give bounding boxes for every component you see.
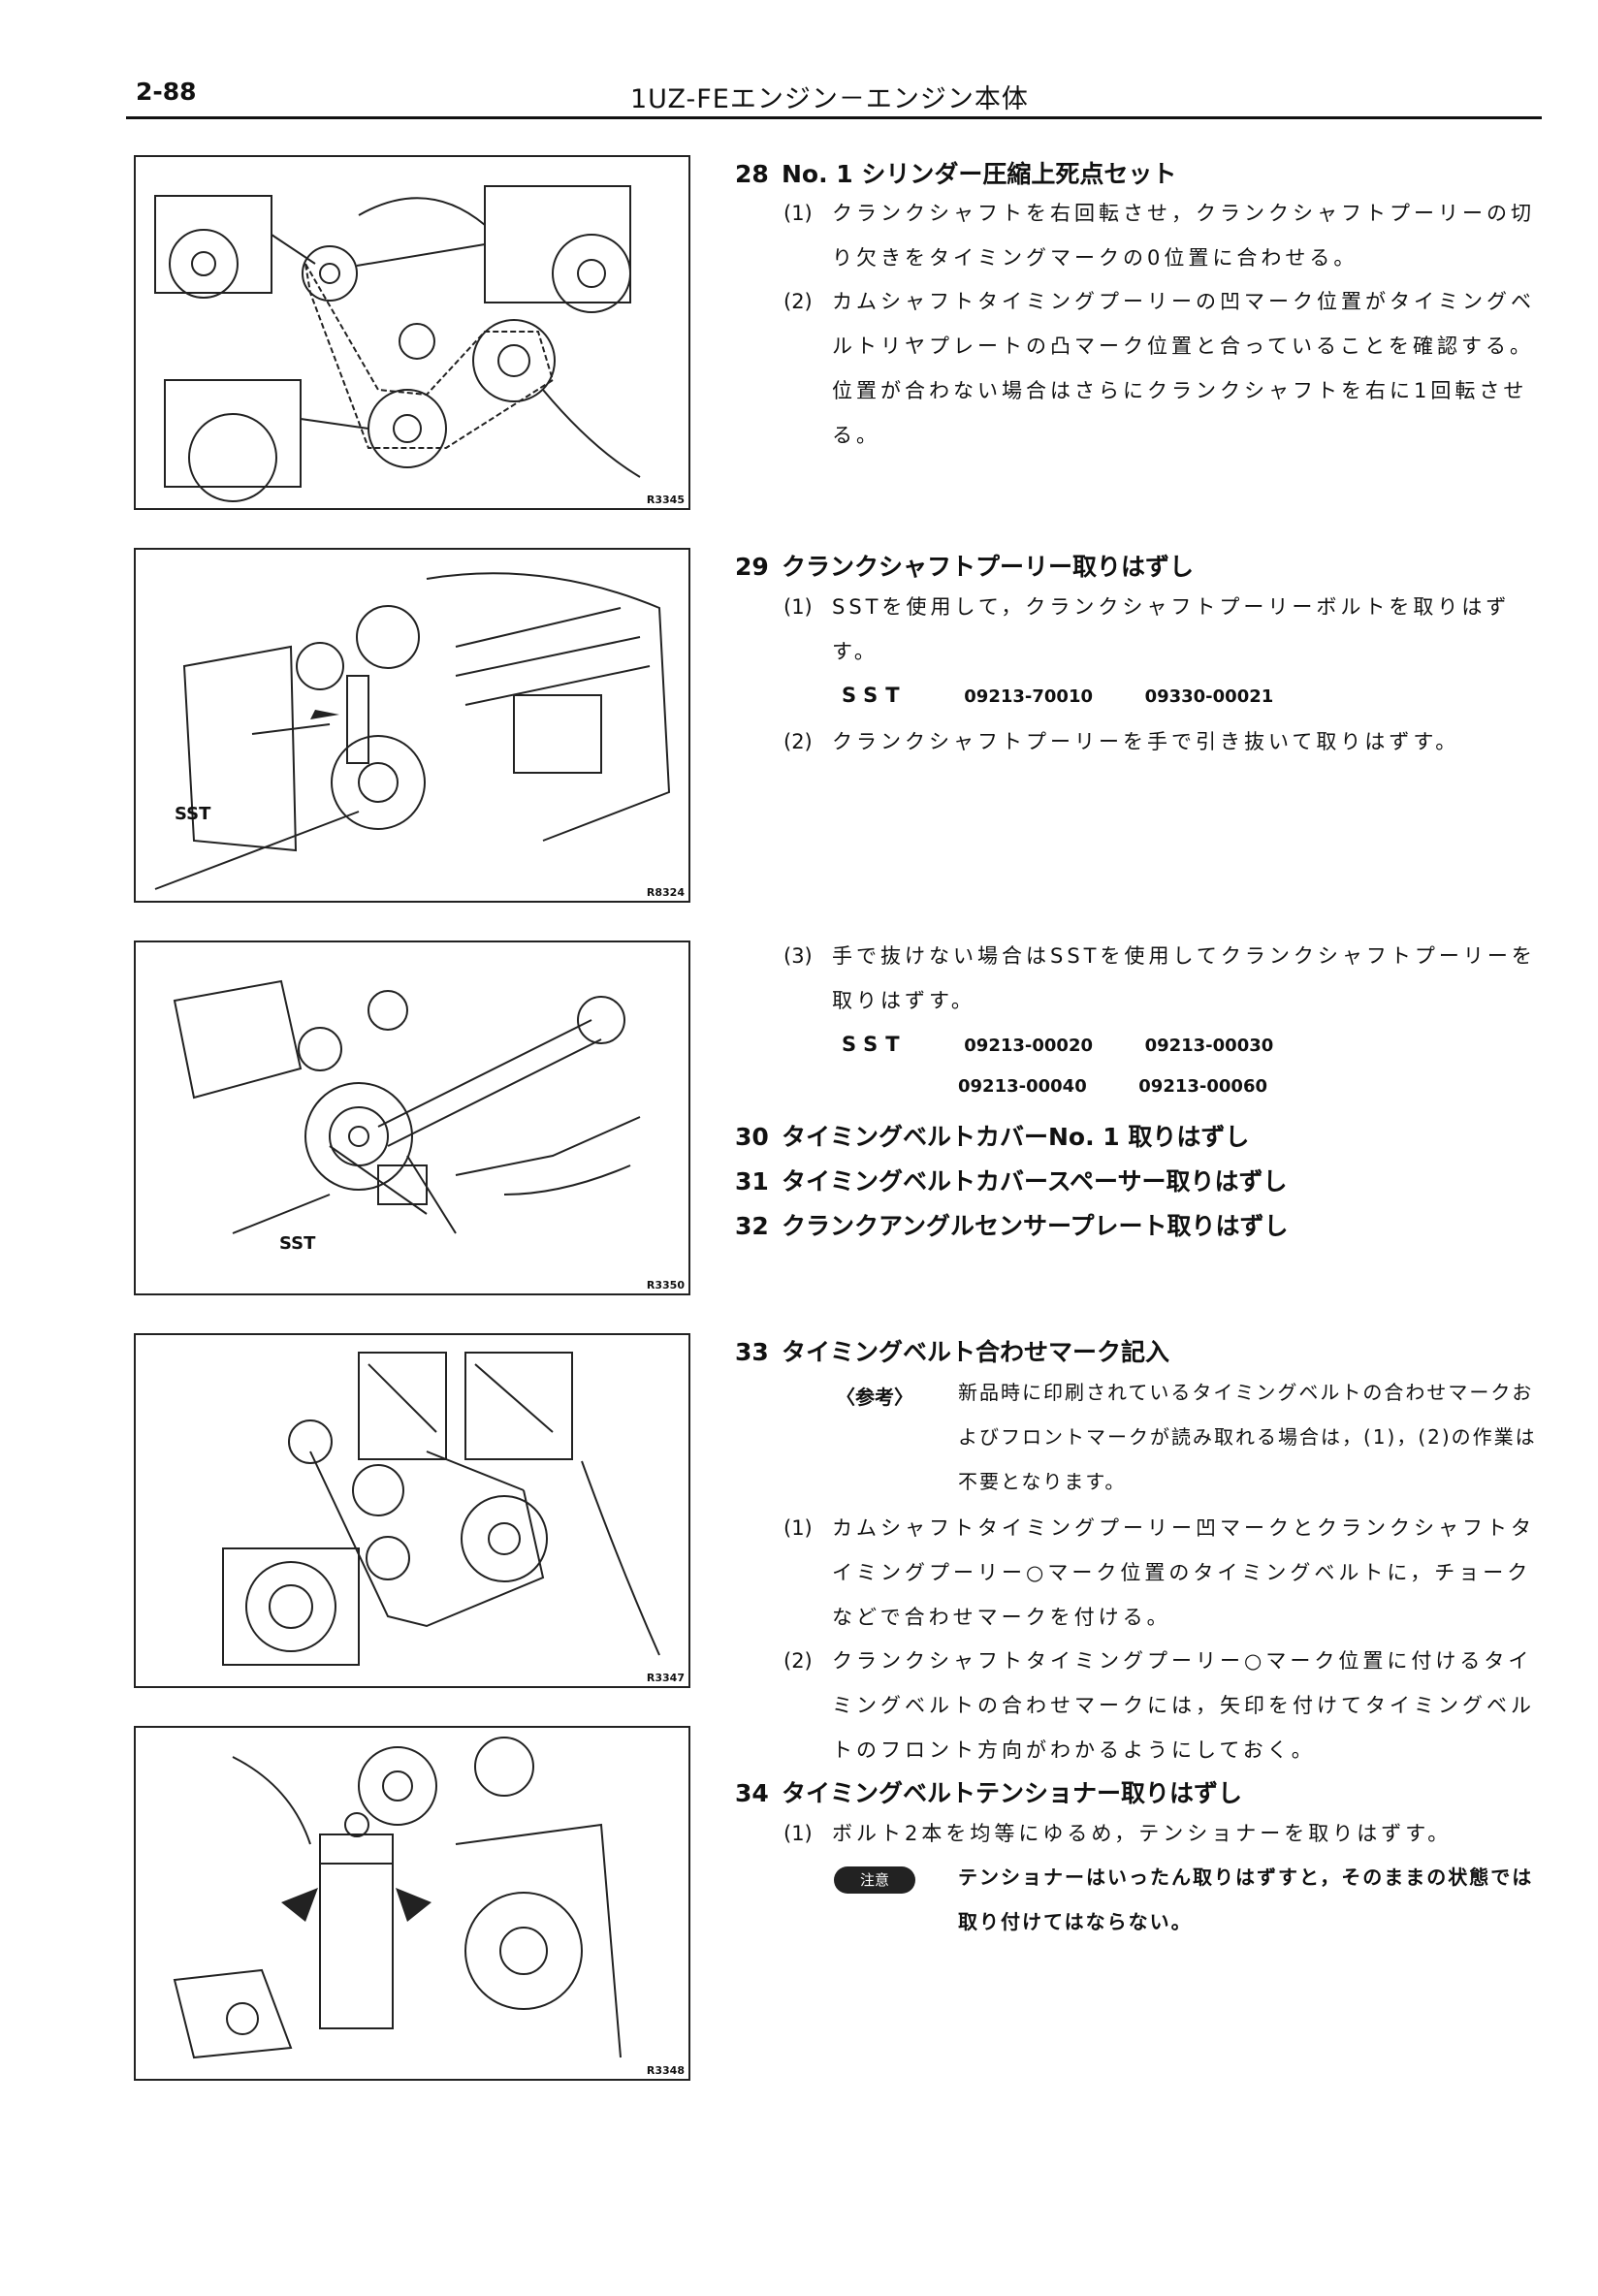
sst-part-number: 09213-00040 xyxy=(958,1076,1087,1097)
item-body: クランクシャフトプーリーを手で引き抜いて取りはずす。 xyxy=(832,730,1460,753)
step-30-heading: 30 タイミングベルトカバーNo. 1 取りはずし xyxy=(735,1118,1249,1153)
sst-key: SST xyxy=(842,1033,908,1056)
step-number: 28 xyxy=(735,160,769,188)
figure-tensioner: R3348 xyxy=(134,1726,690,2081)
figure-code: R8324 xyxy=(646,886,685,899)
sst-parts-line-2: SST 09213-00020 09213-00030 xyxy=(842,1033,1273,1056)
figure-pulley-puller: SST R3350 xyxy=(134,941,690,1295)
item-body: クランクシャフトタイミングプーリー○マーク位置に付けるタイミングベルトの合わせマ… xyxy=(832,1649,1535,1762)
sst-part-number: 09330-00021 xyxy=(1144,686,1274,707)
item-body: カムシャフトタイミングプーリーの凹マーク位置がタイミングベルトリヤプレートの凸マ… xyxy=(832,290,1535,447)
sst-part-number: 09213-70010 xyxy=(964,686,1093,707)
pulley-bolt-illustration xyxy=(154,572,671,890)
step-number: 33 xyxy=(735,1338,769,1366)
page-number: 2-88 xyxy=(136,78,197,106)
page-header: 2-88 1UZ-FEエンジン－エンジン本体 xyxy=(126,74,1542,116)
figure-code: R3350 xyxy=(646,1279,685,1292)
sst-part-number: 09213-00060 xyxy=(1138,1076,1267,1097)
page-title: 1UZ-FEエンジン－エンジン本体 xyxy=(630,84,1029,114)
step-number: 31 xyxy=(735,1167,769,1196)
step-title: タイミングベルトカバーNo. 1 取りはずし xyxy=(782,1123,1250,1151)
step-29-item-3: (3) 手で抜けない場合はSSTを使用してクランクシャフトプーリーを取りはずす。 xyxy=(783,934,1550,1027)
step-28-item-1: (1) クランクシャフトを右回転させ，クランクシャフトプーリーの切り欠きをタイミ… xyxy=(783,191,1550,284)
item-index: (2) xyxy=(783,730,813,753)
item-index: (1) xyxy=(783,202,813,225)
step-28-heading: 28 No. 1 シリンダー圧縮上死点セット xyxy=(735,155,1176,190)
item-index: (3) xyxy=(783,944,813,968)
step-title: クランクアングルセンサープレート取りはずし xyxy=(782,1212,1289,1240)
step-29-item-2: (2) クランクシャフトプーリーを手で引き抜いて取りはずす。 xyxy=(783,719,1550,768)
step-number: 30 xyxy=(735,1123,769,1151)
step-title: タイミングベルトカバースペーサー取りはずし xyxy=(782,1167,1288,1196)
sst-part-number: 09213-00030 xyxy=(1144,1036,1274,1056)
step-34-item-1: (1) ボルト2本を均等にゆるめ，テンショナーを取りはずす。 xyxy=(783,1811,1550,1860)
step-31-heading: 31 タイミングベルトカバースペーサー取りはずし xyxy=(735,1163,1288,1197)
figure-code: R3347 xyxy=(646,1672,685,1684)
sst-callout: SST xyxy=(279,1233,316,1254)
step-34-heading: 34 タイミングベルトテンショナー取りはずし xyxy=(735,1774,1242,1809)
item-index: (2) xyxy=(783,290,813,313)
step-title: タイミングベルト合わせマーク記入 xyxy=(782,1338,1170,1366)
item-index: (1) xyxy=(783,595,813,619)
figure-code: R3345 xyxy=(646,494,685,506)
figure-matchmarks: R3347 xyxy=(134,1333,690,1688)
item-body: SSTを使用して，クランクシャフトプーリーボルトを取りはずす。 xyxy=(832,595,1511,663)
figure-tdc-setting: R3345 xyxy=(134,155,690,510)
step-number: 29 xyxy=(735,553,769,581)
step-28-item-2: (2) カムシャフトタイミングプーリーの凹マーク位置がタイミングベルトリヤプレー… xyxy=(783,279,1550,463)
step-number: 34 xyxy=(735,1779,769,1807)
item-index: (2) xyxy=(783,1649,813,1673)
step-29-item-1: (1) SSTを使用して，クランクシャフトプーリーボルトを取りはずす。 xyxy=(783,585,1550,678)
step-title: No. 1 シリンダー圧縮上死点セット xyxy=(782,160,1177,188)
sst-key: SST xyxy=(842,684,908,707)
step-33-item-2: (2) クランクシャフトタイミングプーリー○マーク位置に付けるタイミングベルトの… xyxy=(783,1639,1550,1774)
engine-front-illustration xyxy=(154,185,641,502)
sst-part-number: 09213-00020 xyxy=(964,1036,1093,1056)
pulley-puller-illustration xyxy=(173,979,641,1234)
tensioner-illustration xyxy=(173,1737,622,2059)
figure-pulley-bolt: SST R8324 xyxy=(134,548,690,903)
item-body: カムシャフトタイミングプーリー凹マークとクランクシャフトタイミングプーリー○マー… xyxy=(832,1516,1535,1629)
reference-tag: 〈参考〉 xyxy=(836,1386,913,1409)
item-index: (1) xyxy=(783,1822,813,1845)
item-body: 手で抜けない場合はSSTを使用してクランクシャフトプーリーを取りはずす。 xyxy=(832,944,1536,1012)
step-33-heading: 33 タイミングベルト合わせマーク記入 xyxy=(735,1333,1169,1368)
item-body: クランクシャフトを右回転させ，クランクシャフトプーリーの切り欠きをタイミングマー… xyxy=(832,202,1535,270)
step-title: クランクシャフトプーリー取りはずし xyxy=(782,553,1195,581)
caution-badge: 注意 xyxy=(834,1866,915,1894)
step-29-heading: 29 クランクシャフトプーリー取りはずし xyxy=(735,548,1194,583)
figure-code: R3348 xyxy=(646,2064,685,2077)
caution-note: テンショナーはいったん取りはずすと，そのままの状態では取り付けてはならない。 xyxy=(958,1866,1534,1933)
step-title: タイミングベルトテンショナー取りはずし xyxy=(782,1779,1243,1807)
step-32-heading: 32 クランクアングルセンサープレート取りはずし xyxy=(735,1207,1289,1242)
matchmark-illustration xyxy=(222,1352,660,1666)
item-index: (1) xyxy=(783,1516,813,1540)
step-number: 32 xyxy=(735,1212,769,1240)
sst-parts-line-3: 09213-00040 09213-00060 xyxy=(958,1076,1267,1097)
header-rule xyxy=(126,116,1542,119)
step-33-item-1: (1) カムシャフトタイミングプーリー凹マークとクランクシャフトタイミングプーリ… xyxy=(783,1506,1550,1642)
item-body: ボルト2本を均等にゆるめ，テンショナーを取りはずす。 xyxy=(832,1822,1453,1845)
sst-parts-line-1: SST 09213-70010 09330-00021 xyxy=(842,684,1273,707)
sst-callout: SST xyxy=(175,804,211,824)
reference-note: 新品時に印刷されているタイミングベルトの合わせマークおよびフロントマークが読み取… xyxy=(958,1381,1537,1493)
